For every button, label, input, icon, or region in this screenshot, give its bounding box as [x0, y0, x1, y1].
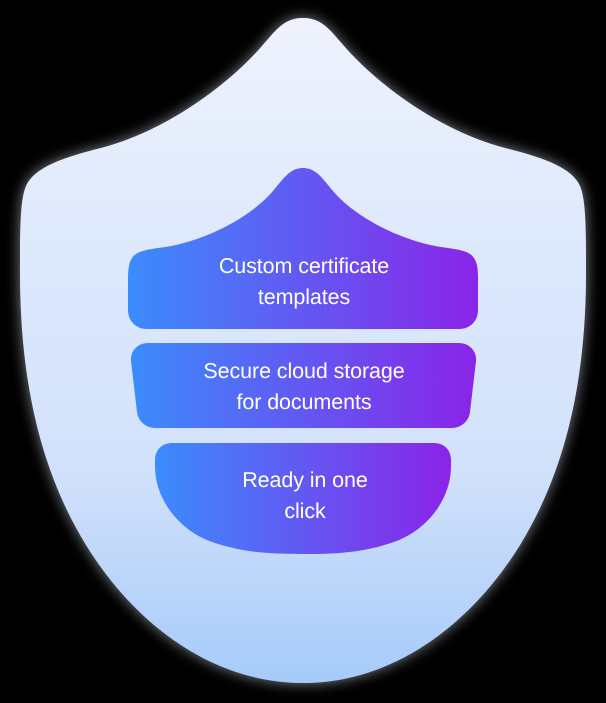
feature-band-2-shape — [130, 343, 477, 428]
feature-band-1-shape — [128, 168, 478, 329]
feature-band-3-shape — [155, 443, 451, 554]
feature-bands-group — [128, 168, 478, 554]
